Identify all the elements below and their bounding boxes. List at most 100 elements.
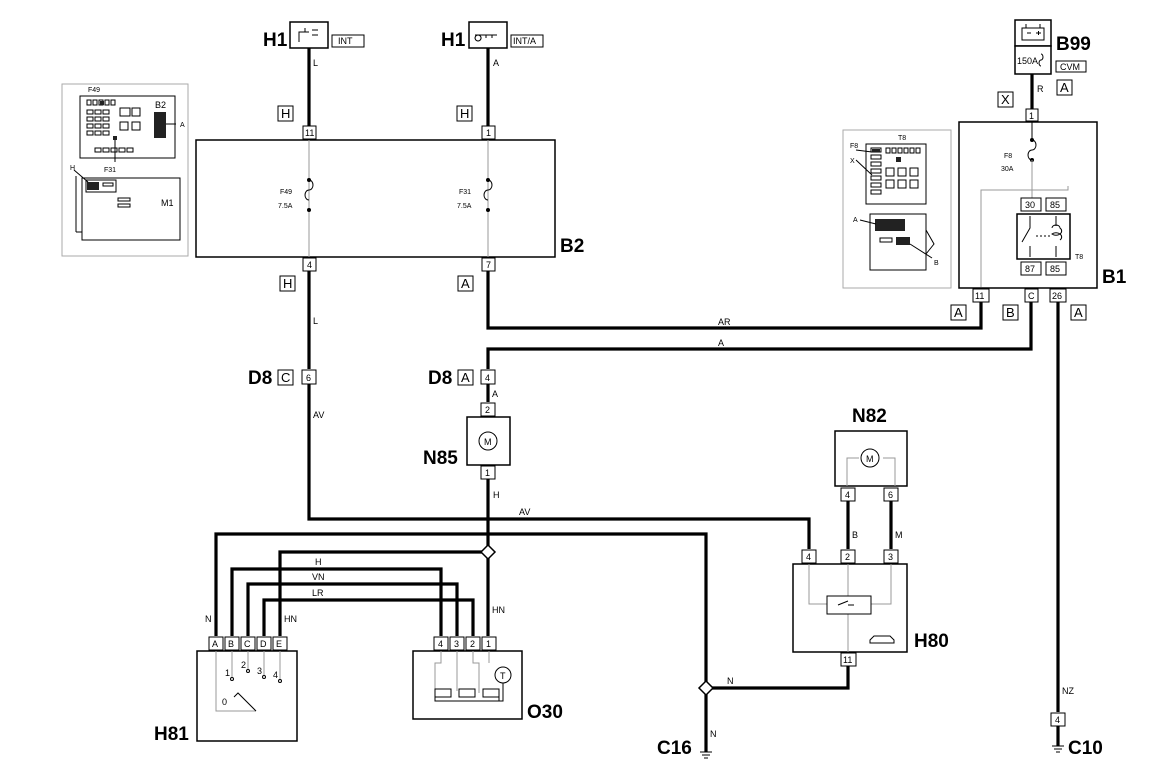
c10-label: C10 <box>1068 738 1103 759</box>
ignition-icon <box>298 28 318 42</box>
svg-text:L: L <box>313 316 318 326</box>
splice-bottom <box>697 679 715 697</box>
svg-text:VN: VN <box>312 572 325 582</box>
svg-text:B: B <box>1006 305 1015 320</box>
splice-top <box>479 543 497 561</box>
svg-text:T: T <box>500 671 506 681</box>
temperature-sensor-icon <box>494 666 512 684</box>
svg-text:C: C <box>281 370 290 385</box>
svg-text:B2: B2 <box>155 100 166 110</box>
svg-text:C: C <box>1028 291 1035 301</box>
svg-text:A: A <box>461 370 470 385</box>
h80-switch-unit: 4 2 3 H80 11 <box>792 549 949 667</box>
h1-right-label: H1 <box>441 30 466 51</box>
svg-text:M: M <box>895 530 903 540</box>
svg-text:HN: HN <box>492 605 505 615</box>
svg-text:M: M <box>484 437 492 447</box>
svg-text:AV: AV <box>313 410 324 420</box>
svg-text:A: A <box>492 389 498 399</box>
ground-icon <box>700 751 712 759</box>
svg-text:N: N <box>205 614 212 624</box>
svg-text:T8: T8 <box>898 135 906 142</box>
svg-text:H: H <box>70 165 75 172</box>
svg-text:F8: F8 <box>850 143 858 150</box>
svg-text:4: 4 <box>485 373 490 383</box>
svg-text:2: 2 <box>470 639 475 649</box>
svg-text:7.5A: 7.5A <box>457 203 472 210</box>
svg-text:A: A <box>461 276 470 291</box>
d8-left-label: D8 <box>248 368 272 389</box>
svg-text:11: 11 <box>843 655 852 665</box>
h1-right-tag: INT/A <box>513 36 536 46</box>
svg-text:11: 11 <box>975 291 984 301</box>
svg-text:C: C <box>244 639 251 649</box>
svg-text:2: 2 <box>241 660 246 670</box>
svg-text:26: 26 <box>1052 291 1062 301</box>
svg-text:A: A <box>954 305 963 320</box>
svg-text:0: 0 <box>222 697 227 707</box>
svg-text:6: 6 <box>306 373 311 383</box>
svg-text:CVM: CVM <box>1060 62 1080 72</box>
svg-text:AV: AV <box>519 507 530 517</box>
svg-text:X: X <box>850 158 855 165</box>
svg-text:T8: T8 <box>1075 254 1083 261</box>
c16-label: C16 <box>657 738 692 759</box>
f49-fuse-symbol <box>304 179 314 201</box>
b2-label: B2 <box>560 236 584 257</box>
svg-text:87: 87 <box>1025 264 1035 274</box>
svg-text:A: A <box>718 338 724 348</box>
svg-text:F31: F31 <box>459 189 471 196</box>
svg-text:AR: AR <box>718 317 731 327</box>
svg-text:A: A <box>1074 305 1083 320</box>
f31-fuse-symbol <box>483 179 493 201</box>
svg-text:NZ: NZ <box>1062 686 1074 696</box>
h1-left-switch: H1 INT <box>263 21 365 51</box>
o30-label: O30 <box>527 702 563 723</box>
o30-resistor-unit: 4 3 2 1 T O30 <box>412 636 563 723</box>
svg-text:F49: F49 <box>88 87 100 94</box>
svg-text:A: A <box>180 122 185 129</box>
svg-text:2: 2 <box>485 405 490 415</box>
svg-text:F31: F31 <box>104 167 116 174</box>
svg-text:E: E <box>276 639 282 649</box>
svg-text:B: B <box>934 260 939 267</box>
b1-label: B1 <box>1102 267 1127 288</box>
h80-label: H80 <box>914 631 949 652</box>
left-location-inset: F49 B2 A F31 H M1 <box>61 83 189 257</box>
svg-text:4: 4 <box>273 670 278 680</box>
svg-text:1: 1 <box>1029 111 1034 121</box>
svg-text:1: 1 <box>225 668 230 678</box>
svg-text:H: H <box>281 106 290 121</box>
svg-text:1: 1 <box>486 639 491 649</box>
b99-battery-fuse: 150A B99 CVM <box>1014 19 1091 75</box>
svg-text:30: 30 <box>1025 200 1035 210</box>
svg-text:H: H <box>460 106 469 121</box>
svg-text:3: 3 <box>257 666 262 676</box>
svg-text:3: 3 <box>454 639 459 649</box>
c16-ground: C16 <box>657 738 712 759</box>
svg-text:HN: HN <box>284 614 297 624</box>
svg-text:B: B <box>228 639 234 649</box>
svg-text:30A: 30A <box>1001 166 1014 173</box>
h81-switch: A B C D E 1 2 3 4 0 H81 <box>154 636 298 745</box>
svg-text:4: 4 <box>438 639 443 649</box>
svg-text:7.5A: 7.5A <box>278 203 293 210</box>
svg-text:85: 85 <box>1050 200 1060 210</box>
n85-label: N85 <box>423 448 458 469</box>
svg-text:85: 85 <box>1050 264 1060 274</box>
key-icon <box>474 34 497 42</box>
battery-icon <box>1025 24 1041 35</box>
h1-left-label: H1 <box>263 30 288 51</box>
svg-text:150A: 150A <box>1017 56 1038 66</box>
svg-text:N: N <box>727 676 734 686</box>
svg-text:H: H <box>283 276 292 291</box>
svg-text:N: N <box>710 729 717 739</box>
svg-text:4: 4 <box>1055 715 1060 725</box>
svg-text:11: 11 <box>305 128 314 138</box>
n82-motor: N82 M 4 6 <box>834 406 908 502</box>
svg-text:6: 6 <box>888 490 893 500</box>
svg-text:4: 4 <box>307 260 312 270</box>
svg-text:A: A <box>493 58 499 68</box>
n82-label: N82 <box>852 406 887 427</box>
h81-label: H81 <box>154 724 189 745</box>
